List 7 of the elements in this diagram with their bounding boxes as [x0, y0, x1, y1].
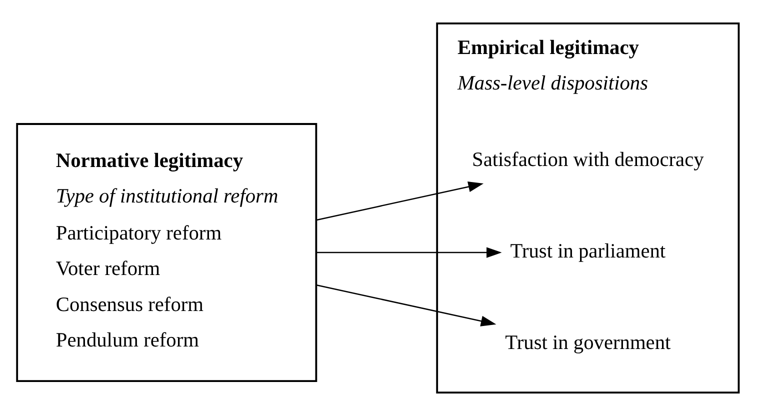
- arrow: [316, 284, 496, 326]
- arrow: [316, 247, 502, 258]
- node-text: Satisfaction with democracy: [472, 148, 704, 171]
- node-box: Normative legitimacy Type of institutional reform Participatory reform Voter reform Consensus reform Pendulum reform: [16, 123, 317, 382]
- node-text: Trust in parliament: [510, 240, 666, 262]
- node-text: Trust in government: [504, 332, 670, 354]
- arrow: [316, 182, 484, 221]
